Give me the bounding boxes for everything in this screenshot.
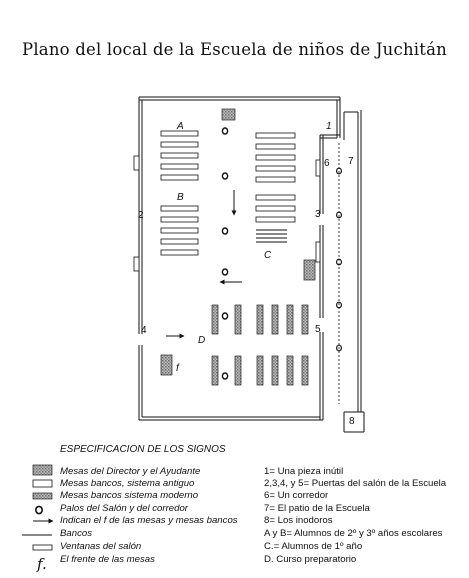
window: [133, 155, 140, 171]
legend-key-7: 7= El patio de la Escuela: [264, 503, 370, 514]
zone-label-8: 8: [349, 416, 355, 427]
section-label-c: C: [264, 250, 272, 261]
legend-key-8: 8= Los inodoros: [264, 515, 333, 526]
section-d-desks: [211, 304, 309, 386]
legend-key-ab: A y B= Alumnos de 2º y 3º años escolares: [264, 528, 443, 539]
legend-director-symbol: [32, 464, 53, 476]
direction-arrows: [166, 190, 242, 339]
page-title: Plano del local de la Escuela de niños d…: [22, 40, 447, 59]
legend-item-bancos: Bancos: [60, 528, 92, 539]
door-label-1: 1: [326, 121, 332, 132]
legend-pole-symbol: [34, 505, 43, 515]
legend-f-symbol: f.: [37, 555, 47, 573]
legend-key-d: D. Curso preparatorio: [264, 554, 357, 565]
zone-label-6: 6: [324, 158, 330, 169]
legend-item-moderno: Mesas bancos sistema moderno: [60, 490, 199, 501]
legend-window-symbol: [32, 544, 53, 551]
legend-antiguo-symbol: [32, 479, 53, 488]
window: [315, 241, 321, 263]
window: [315, 159, 321, 177]
legend-moderno-symbol: [32, 492, 53, 500]
salon-poles: [221, 127, 229, 380]
corridor-poles: [336, 167, 343, 352]
section-label-d: D: [198, 335, 205, 346]
section-label-b: B: [177, 192, 184, 203]
door-label-4: 4: [141, 325, 147, 336]
director-table: [303, 259, 316, 281]
legend-symbols: [22, 464, 54, 551]
window: [133, 256, 140, 272]
legend-heading: ESPECIFICACION DE LOS SIGNOS: [60, 444, 226, 455]
legend-key-2: 2,3,4, y 5= Puertas del salón de la Escu…: [264, 478, 447, 489]
section-a-desks: [160, 130, 199, 181]
legend-item-ventanas: Ventanas del salón: [60, 541, 142, 552]
legend-item-arrows: Indican el f de las mesas y mesas bancos: [60, 515, 238, 526]
benches: [256, 229, 287, 243]
section-label-a: A: [176, 121, 184, 132]
legend-item-poles: Palos del Salón y del corredor: [60, 503, 188, 514]
door-label-5: 5: [315, 324, 321, 335]
legend-item-antiguo: Mesas bancos, sistema antiguo: [60, 478, 195, 489]
zone-label-7: 7: [348, 156, 354, 167]
building-walls: [138, 96, 365, 433]
legend-key-1: 1= Una pieza inútil: [264, 466, 344, 477]
f-label: f: [176, 363, 180, 374]
section-b-desks: [160, 205, 199, 256]
assistant-table: [160, 354, 173, 376]
section-c-desks: [255, 132, 296, 223]
director-table: [221, 108, 236, 121]
legend-key-c: C.= Alumnos de 1º año: [264, 541, 363, 552]
door-label-2: 2: [138, 210, 144, 221]
legend-item-director: Mesas del Director y el Ayudante: [60, 466, 201, 477]
legend-item-frente: El frente de las mesas: [60, 554, 155, 565]
door-label-3: 3: [315, 209, 321, 220]
legend-key-6: 6= Un corredor: [264, 490, 329, 501]
